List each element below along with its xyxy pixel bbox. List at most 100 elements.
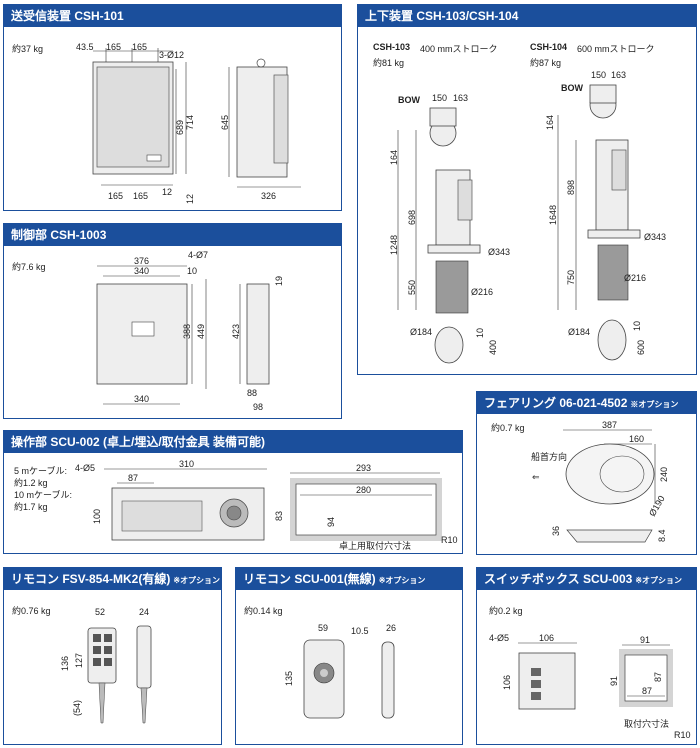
weight: 約7.6 kg <box>12 262 46 272</box>
bow-label-2: BOW <box>561 83 584 93</box>
dim-h100: 100 <box>92 509 102 524</box>
weight-2: 約1.2 kg <box>14 478 48 488</box>
fairing-drawing: 387 160 船首方向 ⇐ 240 Ø190 36 8.4 <box>531 420 669 543</box>
weight-3: 10 mケーブル: <box>14 490 72 500</box>
d103-mid: 698 <box>407 210 417 225</box>
dim-r: R10 <box>674 730 691 740</box>
scu-001-drawing: 59 135 10.5 26 <box>284 623 396 719</box>
panel-title: 上下装置 CSH-103/CSH-104 <box>358 5 696 27</box>
weight: 約0.76 kg <box>12 606 51 616</box>
dim-w26: 26 <box>386 623 396 633</box>
dim-w105: 10.5 <box>351 626 369 636</box>
panel-csh-101: 送受信装置 CSH-101 約37 kg 43.5 165 165 3-Ø12 … <box>3 4 342 211</box>
dim-h2: 714 <box>185 115 195 130</box>
dim-holes: 3-Ø12 <box>159 50 184 60</box>
dim-ch83: 83 <box>274 511 284 521</box>
dim-h388: 388 <box>182 324 192 339</box>
panel-title: 送受信装置 CSH-101 <box>4 5 341 27</box>
panel-title: スイッチボックス SCU-003※オプション <box>477 568 696 590</box>
d104-mid: 898 <box>566 180 576 195</box>
d103-top: 164 <box>389 150 399 165</box>
dim-h136: 136 <box>60 656 70 671</box>
dim-h135: 135 <box>284 671 294 686</box>
dim-off2: 12 <box>185 194 195 204</box>
dim-ch91: 91 <box>609 676 619 686</box>
fairing-top <box>565 443 655 505</box>
d103-t: 10 <box>475 328 485 338</box>
d103-flange: Ø343 <box>488 247 510 257</box>
scu-003-drawing: 4-Ø5 106 106 91 87 91 87 取付穴寸法 R10 <box>489 633 691 740</box>
dim-cw87: 87 <box>642 686 652 696</box>
d104-w2: 163 <box>611 70 626 80</box>
dim-w376: 376 <box>134 256 149 266</box>
side-view <box>246 283 270 385</box>
csh-103-drawing: BOW 150 163 164 698 1248 550 Ø343 Ø216 Ø… <box>389 70 666 364</box>
d104-total: 1648 <box>548 205 558 225</box>
model-1-stroke: 400 mmストローク <box>420 44 498 54</box>
weight: 約37 kg <box>12 44 44 54</box>
model-2-weight: 約87 kg <box>530 58 562 68</box>
d103-total: 1248 <box>389 235 399 255</box>
dim-h449: 449 <box>196 324 206 339</box>
weight: 約0.2 kg <box>489 606 523 616</box>
dim-w52: 52 <box>95 607 105 617</box>
csh-1003-drawing: 376 340 4-Ø7 10 388 449 340 423 19 88 98 <box>96 250 284 412</box>
dim-s88: 88 <box>247 388 257 398</box>
dim-depth: 326 <box>261 191 276 201</box>
dim-d190: Ø190 <box>647 494 667 518</box>
dim-s98: 98 <box>253 402 263 412</box>
panel-title: 操作部 SCU-002 (卓上/埋込/取付金具 装備可能) <box>4 431 462 453</box>
panel-title: リモコン SCU-001(無線)※オプション <box>236 568 462 590</box>
model-1-name: CSH-103 <box>373 42 411 52</box>
dim-bot2: 165 <box>133 191 148 201</box>
d104-w1: 150 <box>591 70 606 80</box>
model-1-weight: 約81 kg <box>373 58 405 68</box>
d103-stroke: 400 <box>488 340 498 355</box>
d104-t: 10 <box>632 321 642 331</box>
dim-r: R10 <box>441 535 458 545</box>
dim-a: 43.5 <box>76 42 94 52</box>
dim-holes: 4-Ø5 <box>75 463 95 473</box>
switch-box <box>518 652 576 710</box>
panel-title: フェアリング 06-021-4502※オプション <box>477 392 696 414</box>
dim-w340: 340 <box>134 266 149 276</box>
panel-csh-103-104: 上下装置 CSH-103/CSH-104 CSH-103 400 mmストローク… <box>357 4 697 375</box>
dim-h54: (54) <box>72 700 82 716</box>
dim-side-h: 645 <box>220 115 230 130</box>
d104-top: 164 <box>545 115 555 130</box>
d103-w1: 150 <box>432 93 447 103</box>
dim-w24: 24 <box>139 607 149 617</box>
dim-bot1: 165 <box>108 191 123 201</box>
bow-direction: 船首方向 <box>531 451 567 462</box>
dim-cw91: 91 <box>640 635 650 645</box>
model-2-name: CSH-104 <box>530 42 568 52</box>
cutout-label: 卓上用取付穴寸法 <box>339 540 411 551</box>
scu-002-drawing: 4-Ø5 310 87 100 293 280 83 94 卓上用取付穴寸法 R… <box>75 459 458 551</box>
dim-bot340: 340 <box>134 394 149 404</box>
dim-w87: 87 <box>128 473 138 483</box>
panel-title: リモコン FSV-854-MK2(有線)※オプション <box>4 568 221 590</box>
dim-d84: 8.4 <box>657 529 667 542</box>
bow-label: BOW <box>398 95 421 105</box>
dim-cw293: 293 <box>356 463 371 473</box>
dim-d36: 36 <box>551 526 561 536</box>
dim-w387: 387 <box>602 420 617 430</box>
d103-dome: Ø184 <box>410 327 432 337</box>
panel-scu-001: リモコン SCU-001(無線)※オプション 約0.14 kg 59 135 1… <box>235 567 463 745</box>
dim-b2: 165 <box>132 42 147 52</box>
panel-title: 制御部 CSH-1003 <box>4 224 341 246</box>
panel-scu-002: 操作部 SCU-002 (卓上/埋込/取付金具 装備可能) 5 mケーブル: 約… <box>3 430 463 554</box>
weight-4: 約1.7 kg <box>14 502 48 512</box>
dim-ch87: 87 <box>653 672 663 682</box>
panel-fairing: フェアリング 06-021-4502※オプション 約0.7 kg 387 160… <box>476 391 697 555</box>
d103-w2: 163 <box>453 93 468 103</box>
dim-h240: 240 <box>659 467 669 482</box>
model-2-stroke: 600 mmストローク <box>577 44 655 54</box>
dim-w160: 160 <box>629 434 644 444</box>
d104-stroke: 600 <box>636 340 646 355</box>
weight: 約0.7 kg <box>491 423 525 433</box>
d104-low: 750 <box>566 270 576 285</box>
d104-flange: Ø343 <box>644 232 666 242</box>
d104-dome: Ø184 <box>568 327 590 337</box>
csh-101-drawing: 43.5 165 165 3-Ø12 689 714 12 165 165 12… <box>76 42 301 204</box>
